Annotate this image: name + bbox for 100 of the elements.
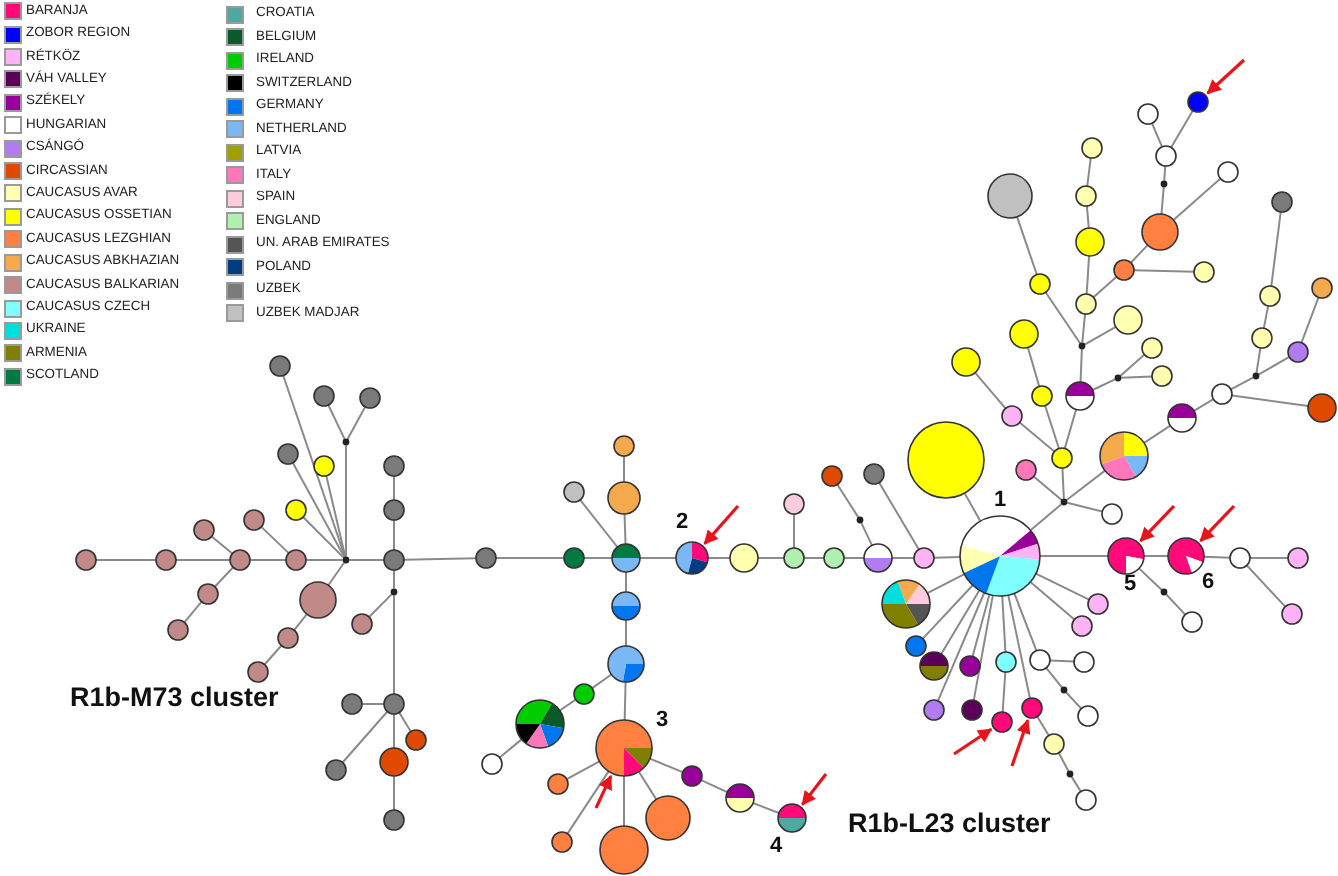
- network-link: [700, 779, 729, 794]
- network-link: [1016, 215, 1038, 276]
- haplotype-circle: [1021, 697, 1043, 719]
- haplotype-circle: [229, 549, 251, 571]
- node-number: 3: [655, 708, 669, 732]
- haplotype-circle: [383, 809, 405, 831]
- network-link: [639, 557, 677, 559]
- haplotype-circle: [1043, 733, 1065, 755]
- network-link: [249, 559, 287, 561]
- haplotype-circle: [905, 635, 927, 657]
- haplotype-circle: [1211, 383, 1233, 405]
- haplotype-circle: [155, 549, 177, 571]
- network-link: [1029, 503, 1063, 532]
- network-link: [836, 483, 860, 519]
- haplotype-circle: [991, 711, 1013, 733]
- network-link: [346, 405, 367, 440]
- median-vector-dot: [390, 588, 398, 596]
- network-link: [1300, 296, 1320, 344]
- network-link: [1036, 715, 1050, 737]
- network-link: [282, 374, 346, 558]
- haplotype-circle: [383, 693, 405, 715]
- pie-chart: [675, 541, 709, 575]
- haplotype-circle: [907, 421, 985, 499]
- haplotype-circle: [475, 547, 497, 569]
- network-link: [921, 584, 974, 640]
- haplotype-circle: [285, 499, 307, 521]
- network-link: [498, 738, 523, 759]
- haplotype-circle: [1141, 213, 1179, 251]
- pie-chart: [611, 591, 641, 621]
- haplotype-circle: [1087, 593, 1109, 615]
- network-link: [1044, 404, 1060, 450]
- pointer-arrow: [1139, 504, 1176, 542]
- haplotype-circle: [1251, 327, 1273, 349]
- haplotype-circle: [299, 581, 337, 619]
- network-link: [1007, 594, 1031, 700]
- network-link: [623, 513, 627, 545]
- haplotype-circle: [1071, 615, 1093, 637]
- network-link: [623, 681, 627, 721]
- haplotype-circle: [551, 831, 573, 853]
- median-vector-dot: [1078, 342, 1086, 350]
- network-link: [972, 594, 994, 702]
- network-link: [1001, 594, 1007, 653]
- network-link: [293, 613, 308, 632]
- network-link: [625, 619, 627, 647]
- pie-chart: [1065, 381, 1095, 411]
- network-link: [558, 698, 577, 712]
- haplotype-circle: [1051, 447, 1073, 469]
- median-vector-dot: [1060, 498, 1068, 506]
- network-link: [341, 710, 389, 764]
- network-link: [260, 525, 290, 555]
- haplotype-circle: [193, 519, 215, 541]
- network-link: [183, 600, 203, 624]
- haplotype-circle: [1075, 185, 1097, 207]
- haplotype-circle: [1281, 603, 1303, 625]
- haplotype-circle: [1271, 191, 1293, 213]
- network-link: [1150, 122, 1164, 148]
- haplotype-circle: [863, 463, 885, 485]
- network-link: [940, 589, 981, 655]
- pointer-arrow: [1010, 718, 1031, 767]
- pie-chart: [515, 699, 565, 749]
- haplotype-circle: [783, 547, 805, 569]
- haplotype-circle: [405, 729, 427, 751]
- network-link: [878, 481, 920, 551]
- haplotype-circle: [1075, 293, 1097, 315]
- network-link: [1049, 659, 1075, 663]
- haplotype-circle: [547, 773, 569, 795]
- haplotype-circle: [995, 651, 1017, 673]
- haplotype-circle: [1113, 259, 1135, 281]
- network-link: [1034, 572, 1090, 601]
- pie-chart: [777, 803, 807, 833]
- haplotype-circle: [313, 455, 335, 477]
- network-link: [936, 591, 986, 702]
- node-number: 4: [769, 834, 783, 858]
- haplotype-circle: [563, 481, 585, 503]
- haplotype-circle: [247, 661, 269, 683]
- network-link: [393, 475, 395, 501]
- pie-chart: [1107, 537, 1145, 575]
- network-link: [757, 557, 785, 559]
- cluster-label: R1b-L23 cluster: [848, 808, 1051, 840]
- haplotype-circle: [729, 543, 759, 573]
- haplotype-circle: [383, 499, 405, 521]
- network-link: [1086, 156, 1092, 188]
- network-link: [368, 593, 393, 618]
- median-vector-dot: [1252, 372, 1260, 380]
- network-link: [1065, 469, 1106, 501]
- pie-chart: [919, 651, 949, 681]
- haplotype-circle: [1155, 145, 1177, 167]
- haplotype-circle: [1009, 319, 1039, 349]
- network-link: [974, 371, 1007, 410]
- network-link: [1170, 109, 1194, 149]
- cluster-label: R1b-M73 cluster: [70, 682, 279, 714]
- haplotype-circle: [277, 627, 299, 649]
- network-link: [926, 573, 966, 595]
- haplotype-circle: [599, 825, 649, 875]
- network-link: [1245, 564, 1287, 608]
- network-link: [566, 770, 610, 835]
- pointer-arrow: [801, 773, 828, 806]
- network-link: [933, 556, 961, 559]
- pie-chart: [1099, 431, 1149, 481]
- haplotype-circle: [269, 355, 291, 377]
